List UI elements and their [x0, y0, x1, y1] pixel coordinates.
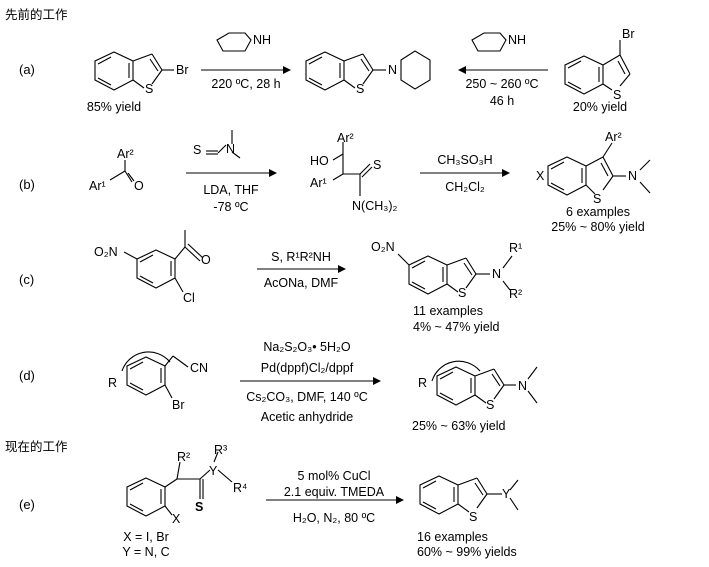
- conditions-e-solvent: H₂O, N₂, 80 ºC: [292, 511, 376, 525]
- atom-r1-c2: R¹: [509, 241, 523, 255]
- row-label-a: (a): [19, 62, 35, 77]
- atom-x-b3: X: [536, 169, 545, 183]
- atom-y-e1: Y: [209, 464, 218, 478]
- benzothiophene-product-e: [419, 475, 519, 515]
- atom-x-e1: X: [172, 512, 181, 526]
- atom-br-d1: Br: [172, 398, 185, 412]
- conditions-b1-temp: -78 ºC: [213, 200, 249, 214]
- yield-e: 60% ~ 99% yields: [417, 545, 517, 559]
- atom-n-a2: N: [388, 63, 398, 77]
- atom-nme2-b2: N(CH₃)₂: [352, 199, 398, 213]
- atom-br-a1: Br: [176, 63, 189, 77]
- atom-r-d1: R: [108, 376, 118, 390]
- atom-ho-b2: HO: [310, 154, 329, 168]
- atom-s-d2: S: [486, 398, 495, 412]
- atom-o2n-c2: O₂N: [371, 240, 395, 254]
- conditions-e-ligand: 2.1 equiv. TMEDA: [283, 485, 385, 499]
- yield-c: 4% ~ 47% yield: [413, 320, 500, 334]
- conditions-a-left-time: 46 h: [489, 94, 515, 108]
- atom-ar2-b2: Ar²: [337, 131, 354, 145]
- previous-work-header: 先前的工作: [5, 7, 68, 22]
- yield-d: 25% ~ 63% yield: [412, 419, 506, 433]
- atom-n-b-reagent: N: [226, 142, 236, 156]
- diaryl-ketone-molecule: [109, 160, 135, 183]
- bromophenylacetonitrile-molecule: [121, 351, 189, 399]
- atom-o-c1: O: [201, 253, 211, 267]
- nitro-chloroacetophenone-molecule: [123, 230, 204, 293]
- atom-n-b3: N: [628, 169, 638, 183]
- atom-ar2-b3: Ar²: [605, 130, 622, 144]
- atom-s-a3: S: [613, 88, 622, 102]
- atom-s-b-reagent: S: [193, 143, 202, 157]
- atom-o2n-c1: O₂N: [94, 245, 118, 259]
- atom-ar1-b2: Ar¹: [310, 176, 327, 190]
- thioamide-substrate-e: [126, 451, 233, 517]
- atom-s-e1: S: [195, 500, 204, 514]
- atom-n-c2: N: [492, 267, 502, 281]
- atom-s-c2: S: [458, 286, 467, 300]
- atom-r2-c2: R²: [509, 287, 523, 301]
- atom-r4-e1: R⁴: [233, 481, 248, 495]
- row-label-e: (e): [19, 497, 35, 512]
- piperidinyl-benzothiophene-product: [305, 50, 431, 91]
- atom-s-e2: S: [469, 510, 478, 524]
- atom-s-a2: S: [356, 82, 365, 96]
- conditions-d-base: Cs₂CO₃, DMF, 140 ºC: [246, 390, 368, 404]
- nitro-aminobenzothiophene-product: [397, 253, 513, 295]
- atom-nh-a1: NH: [253, 33, 272, 47]
- row-label-b: (b): [19, 177, 35, 192]
- thioamide-reagent: [206, 130, 241, 159]
- yield-a-left: 85% yield: [86, 100, 142, 114]
- hydroxy-thioamide-intermediate: [332, 142, 373, 196]
- atom-br-a3: Br: [622, 27, 635, 41]
- atom-r2-e1: R²: [177, 450, 191, 464]
- atom-nh-a2: NH: [508, 33, 527, 47]
- conditions-d-thiosulfate: Na₂S₂O₃• 5H₂O: [263, 340, 351, 354]
- conditions-a-right: 220 ºC, 28 h: [211, 77, 281, 91]
- piperidine-reagent-2: [471, 32, 507, 52]
- atom-s-b3: S: [593, 192, 602, 206]
- bromobenzothiophene-molecule: [94, 51, 174, 91]
- conditions-e-catalyst: 5 mol% CuCl: [297, 469, 371, 483]
- dimethylaminobenzothiophene-product-d: [431, 360, 538, 406]
- substituent-note-x: X = I, Br: [123, 530, 169, 544]
- atom-n-d2: N: [518, 379, 528, 393]
- examples-b: 6 examples: [566, 205, 630, 219]
- aminobenzothiophene-product-b: [547, 142, 651, 196]
- atom-ar1-b1: Ar¹: [89, 179, 106, 193]
- examples-c: 11 examples: [413, 304, 483, 318]
- conditions-b2-acid: CH₃SO₃H: [437, 153, 493, 167]
- atom-r3-e1: R³: [214, 443, 228, 457]
- atom-y-e2: Y: [502, 487, 511, 501]
- conditions-a-left-temp: 250 ~ 260 ºC: [465, 77, 539, 91]
- atom-cn-d1: CN: [190, 361, 209, 375]
- atom-ar2-b1: Ar²: [117, 147, 134, 161]
- atom-o-b1: O: [134, 179, 144, 193]
- yield-a-right: 20% yield: [572, 100, 628, 114]
- conditions-d-catalyst: Pd(dppf)Cl₂/dppf: [260, 361, 354, 375]
- row-label-c: (c): [19, 272, 35, 287]
- row-label-d: (d): [19, 368, 35, 383]
- 3-bromobenzothiophene-molecule: [564, 40, 631, 95]
- conditions-c-base: AcONa, DMF: [263, 276, 339, 290]
- atom-s-a1: S: [145, 82, 154, 96]
- current-work-header: 现在的工作: [5, 439, 68, 454]
- conditions-b1-base: LDA, THF: [203, 183, 259, 197]
- atom-cl-c1: Cl: [183, 291, 195, 305]
- atom-s-b2: S: [373, 158, 382, 172]
- substituent-note-y: Y = N, C: [122, 545, 170, 559]
- atom-r-d2: R: [418, 376, 428, 390]
- conditions-b2-solvent: CH₂Cl₂: [445, 180, 485, 194]
- conditions-d-additive: Acetic anhydride: [260, 410, 354, 424]
- yield-b: 25% ~ 80% yield: [551, 220, 645, 234]
- piperidine-reagent-1: [216, 32, 252, 52]
- conditions-c-reagents: S, R¹R²NH: [271, 250, 331, 264]
- examples-e: 16 examples: [417, 530, 488, 544]
